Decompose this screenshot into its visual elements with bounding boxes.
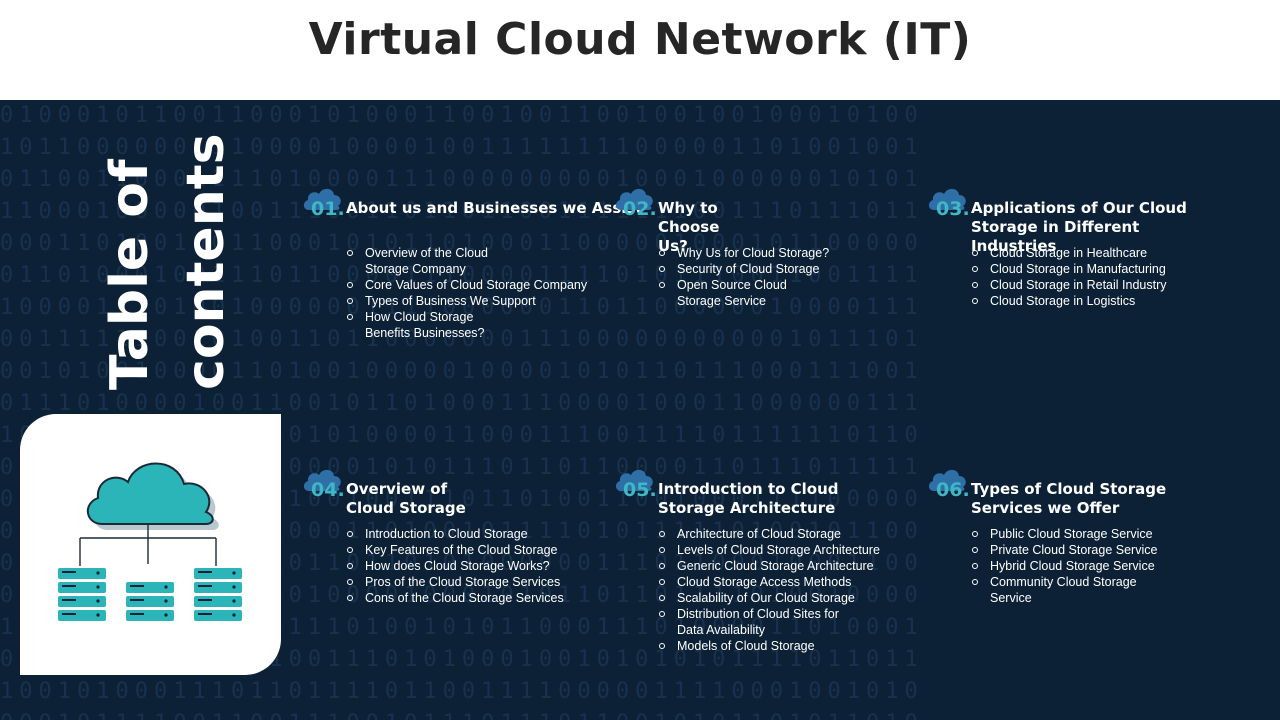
title-bar: Virtual Cloud Network (IT) [0,0,1280,100]
list-item: Architecture of Cloud Storage [658,526,958,542]
section-number: 05. [623,479,657,501]
section-title: Types of Cloud Storage Services we Offer [971,480,1167,517]
list-item: Scalability of Our Cloud Storage [658,590,958,606]
list-item: Core Values of Cloud Storage Company [346,277,646,293]
list-item: Overview of the Cloud Storage Company [346,245,505,277]
section-number: 03. [936,198,970,220]
list-item: Open Source Cloud Storage Service [658,277,807,309]
list-item: How Cloud Storage Benefits Businesses? [346,309,505,341]
list-item: Levels of Cloud Storage Architecture [658,542,958,558]
cloud-icon [303,469,341,491]
section-number: 06. [936,479,970,501]
list-item: Generic Cloud Storage Architecture [658,558,958,574]
list-item: Cloud Storage in Manufacturing [971,261,1271,277]
section-title: Why to Choose Us? [658,199,720,255]
list-item: Community Cloud Storage Service [971,574,1160,606]
list-item: Distribution of Cloud Sites for Data Ava… [658,606,867,638]
list-item: Types of Business We Support [346,293,646,309]
list-item: Cloud Storage in Retail Industry [971,277,1271,293]
cloud-server-network-icon [58,462,242,621]
list-item: Cloud Storage in Logistics [971,293,1271,309]
section-title: Introduction to Cloud Storage Architectu… [658,480,839,517]
illustration-card [20,414,281,675]
list-item: Security of Cloud Storage [658,261,958,277]
cloud-icon [615,188,653,210]
list-item: Hybrid Cloud Storage Service [971,558,1271,574]
section-items: Introduction to Cloud Storage Key Featur… [346,526,646,606]
toc-heading: Table of contents [100,133,236,390]
section-number: 04. [311,479,345,501]
section-number: 02. [623,198,657,220]
list-item: Private Cloud Storage Service [971,542,1271,558]
list-item: Pros of the Cloud Storage Services [346,574,646,590]
list-item: Public Cloud Storage Service [971,526,1271,542]
list-item: Why Us for Cloud Storage? [658,245,958,261]
page-title: Virtual Cloud Network (IT) [308,14,972,65]
section-title: Applications of Our Cloud Storage in Dif… [971,199,1187,255]
list-item: Cloud Storage in Healthcare [971,245,1271,261]
list-item: Introduction to Cloud Storage [346,526,646,542]
cloud-icon [615,469,653,491]
section-number: 01. [311,198,345,220]
section-items: Architecture of Cloud Storage Levels of … [658,526,958,654]
section-title: About us and Businesses we Assist [346,199,643,217]
section-items: Why Us for Cloud Storage? Security of Cl… [658,245,958,309]
binary-background-pattern: 0100010110011000101000110010011001001001… [0,103,924,720]
section-items: Public Cloud Storage Service Private Clo… [971,526,1271,606]
section-items: Cloud Storage in Healthcare Cloud Storag… [971,245,1271,309]
list-item: Models of Cloud Storage [658,638,958,654]
list-item: Cloud Storage Access Methods [658,574,958,590]
section-items: Overview of the Cloud Storage Company Co… [346,245,646,341]
cloud-icon [303,188,341,210]
cloud-icon [928,469,966,491]
section-title: Overview of Cloud Storage [346,480,466,517]
list-item: How does Cloud Storage Works? [346,558,646,574]
list-item: Cons of the Cloud Storage Services [346,590,646,606]
cloud-icon [928,188,966,210]
list-item: Key Features of the Cloud Storage [346,542,646,558]
